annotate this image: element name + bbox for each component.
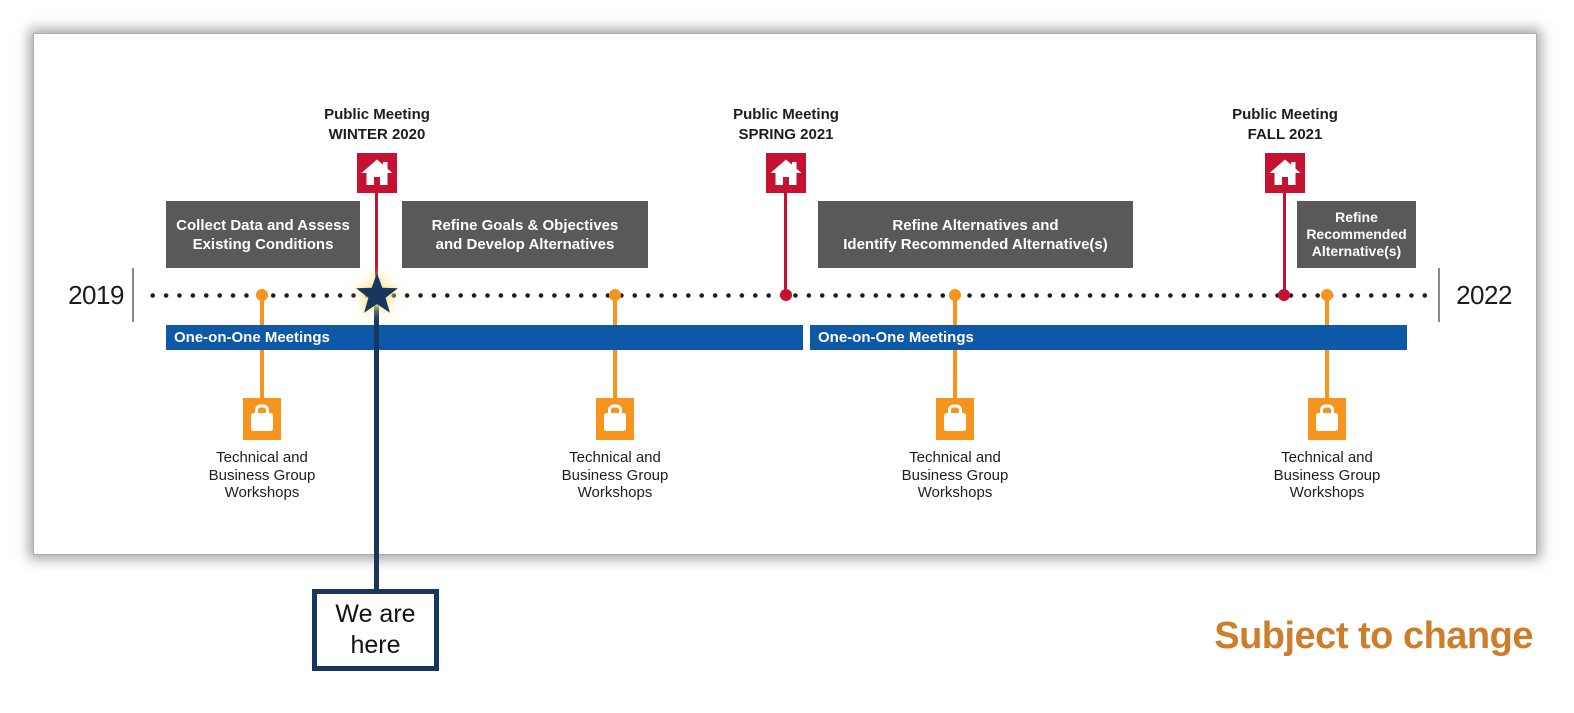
phase-box-collect-data: Collect Data and Assess Existing Conditi… [166, 201, 360, 268]
meeting-stem [375, 192, 378, 278]
briefcase-icon [1308, 398, 1346, 440]
workshop-label-3: Technical and Business Group Workshops [901, 449, 1009, 501]
meeting-title: Public Meeting [324, 106, 430, 123]
house-icon [1265, 153, 1305, 193]
we-are-here-star-icon [356, 273, 398, 313]
one-on-one-bar-2: One-on-One Meetings [810, 325, 1407, 350]
briefcase-icon [596, 398, 634, 440]
meeting-label-winter2020: Public Meeting WINTER 2020 [287, 105, 467, 145]
timeline-dot-meeting-fall2021 [1278, 289, 1290, 301]
meeting-stem [784, 192, 787, 296]
meeting-date: FALL 2021 [1247, 126, 1323, 143]
workshop-label-4: Technical and Business Group Workshops [1273, 449, 1381, 501]
subject-to-change-note: Subject to change [1214, 615, 1533, 657]
axis-tick-end [1438, 268, 1440, 322]
meeting-date: SPRING 2021 [738, 126, 834, 143]
meeting-date: WINTER 2020 [328, 126, 426, 143]
house-icon [766, 153, 806, 193]
timeline-dot-meeting-spring2021 [780, 289, 792, 301]
meeting-label-fall2021: Public Meeting FALL 2021 [1195, 105, 1375, 145]
meeting-stem [1283, 192, 1286, 296]
timeline-dot-workshop-3 [949, 289, 961, 301]
we-are-here-box: We are here [312, 589, 439, 671]
one-on-one-bar-1: One-on-One Meetings [166, 325, 803, 350]
meeting-title: Public Meeting [733, 106, 839, 123]
workshop-label-2: Technical and Business Group Workshops [561, 449, 669, 501]
year-end-label: 2022 [1456, 280, 1512, 310]
workshop-label-1: Technical and Business Group Workshops [208, 449, 316, 501]
timeline-dot-workshop-2 [609, 289, 621, 301]
year-start-label: 2019 [68, 280, 124, 310]
phase-box-refine-goals: Refine Goals & Objectives and Develop Al… [402, 201, 648, 268]
meeting-title: Public Meeting [1232, 106, 1338, 123]
axis-tick-start [132, 268, 134, 322]
phase-box-refine-recommended: Refine Recommended Alternative(s) [1297, 201, 1416, 268]
phase-box-refine-alternatives: Refine Alternatives and Identify Recomme… [818, 201, 1133, 268]
briefcase-icon [936, 398, 974, 440]
briefcase-icon [243, 398, 281, 440]
timeline-dot-workshop-4 [1321, 289, 1333, 301]
timeline-dot-workshop-1 [256, 289, 268, 301]
we-are-here-line [374, 296, 379, 592]
house-icon [357, 153, 397, 193]
meeting-label-spring2021: Public Meeting SPRING 2021 [696, 105, 876, 145]
